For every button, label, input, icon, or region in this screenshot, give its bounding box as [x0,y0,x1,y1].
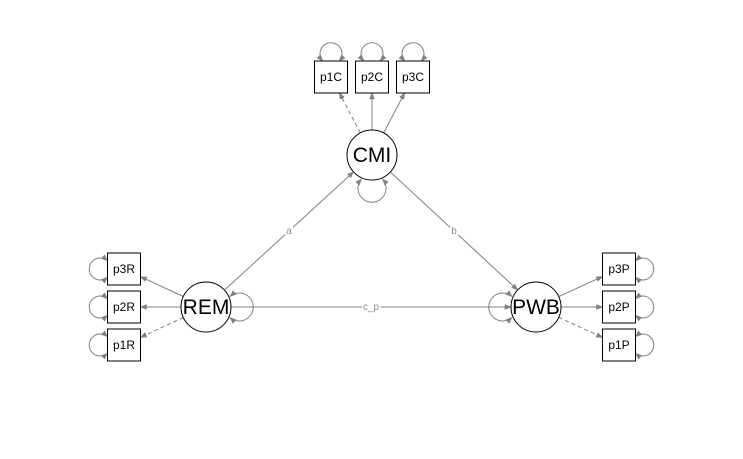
manifest-box [107,252,141,286]
variance-loop-p2p [634,292,655,322]
manifest-node-p3p: p3P [602,252,636,286]
manifest-label: p3R [113,262,135,276]
manifest-label: p2P [608,300,629,314]
manifest-label: p1P [608,338,629,352]
path-label-background [361,302,381,313]
path-labels-layer: a b c_p [285,226,459,313]
variance-loop-p2r [88,292,109,322]
latent-node-pwb: PWB [510,281,562,333]
manifest-node-p1c: p1C [314,60,348,94]
latent-circle [180,281,232,333]
path-label-a: a [286,226,292,237]
latent-label: PWB [512,296,560,319]
latent-label: REM [183,296,230,319]
path-label-background [450,226,459,237]
manifest-box [107,328,141,362]
variance-loop-p1p [634,330,655,360]
loading-edge-p3r [139,276,184,297]
latent-circle [346,129,398,181]
manifest-label: p2R [113,300,135,314]
manifest-node-p1p: p1P [602,328,636,362]
variance-loop-p3r [88,254,109,284]
manifest-box [602,290,636,324]
variance-loop-pwb [488,290,513,324]
variance-loop-p1r [88,330,109,360]
manifest-node-p2r: p2R [107,290,141,324]
nodes-layer: p1C p2C p3C p3R p2R p1R p3P p2P p1P CMI REM PWB [107,60,636,362]
manifest-box [396,60,430,94]
variance-loops-layer [88,42,655,360]
loading-edge-p1r [139,317,184,338]
path-label-background [285,226,294,237]
manifest-label: p2C [361,70,383,84]
latent-label: CMI [353,144,392,167]
variance-loop-p3c [398,42,428,62]
manifest-node-p3c: p3C [396,60,430,94]
manifest-node-p3r: p3R [107,252,141,286]
loading-edge-p1p [558,316,604,338]
manifest-box [314,60,348,94]
manifest-box [355,60,389,94]
manifest-box [602,328,636,362]
variance-loop-p2c [357,42,387,62]
latent-node-rem: REM [180,281,232,333]
latent-node-cmi: CMI [346,129,398,181]
path-label-c-p: c_p [363,302,380,313]
variance-loop-p3p [634,254,655,284]
manifest-node-p2c: p2C [355,60,389,94]
variance-loop-p1c [316,42,346,62]
manifest-label: p1R [113,338,135,352]
path-label-b: b [451,226,457,237]
loading-edge-p1c [338,92,361,134]
manifest-node-p1r: p1R [107,328,141,362]
variance-loop-cmi [355,178,389,203]
variance-loop-rem [229,290,254,324]
loading-edge-p3c [383,92,406,134]
manifest-box [602,252,636,286]
manifest-label: p1C [320,70,342,84]
manifest-box [107,290,141,324]
manifest-node-p2p: p2P [602,290,636,324]
latent-circle [510,281,562,333]
manifest-label: p3P [608,262,629,276]
manifest-label: p3C [402,70,424,84]
loading-edge-p3p [558,276,604,298]
